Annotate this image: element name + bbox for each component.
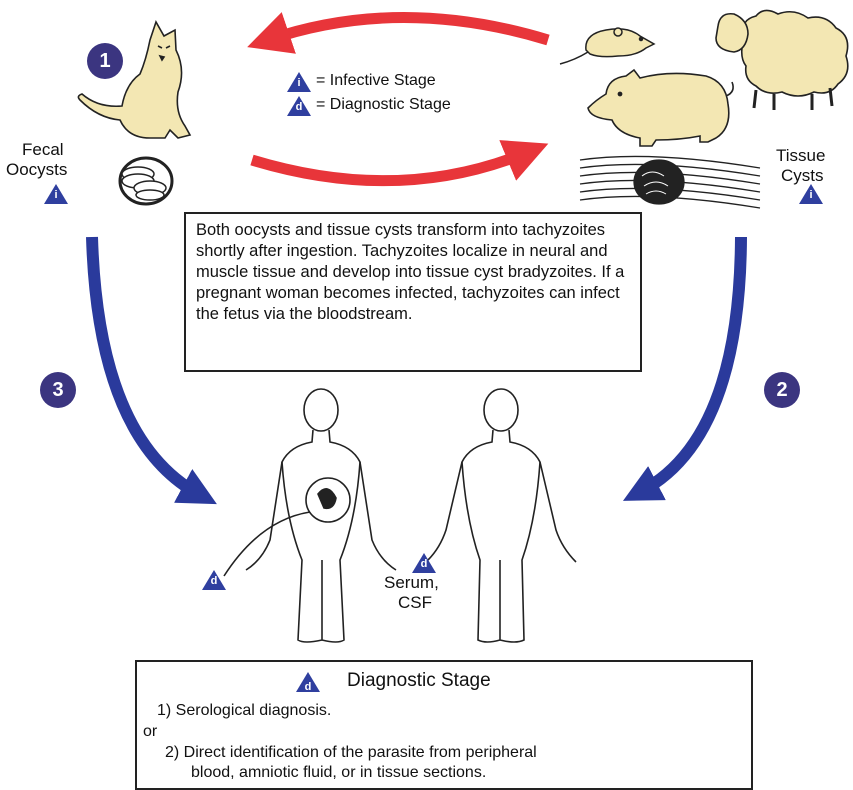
csf-label: CSF: [398, 593, 432, 612]
cysts-infective-letter: i: [809, 189, 813, 201]
female-human-outline: [223, 388, 397, 643]
sheep-illustration: [715, 9, 849, 110]
serum-label: Serum,: [384, 573, 439, 592]
fetus-diagnostic-icon: [202, 570, 226, 590]
oocysts-infective-icon: [44, 184, 68, 204]
cysts-label: Cysts: [781, 166, 824, 185]
diagnostic-or: or: [143, 723, 158, 740]
fecal-label: Fecal: [22, 140, 64, 159]
step-3-marker: 3: [40, 372, 76, 408]
diagnostic-box-letter: d: [304, 681, 312, 693]
infective-symbol: i: [297, 77, 301, 89]
serum-diagnostic-letter: d: [420, 558, 428, 570]
diagnostic-box-icon: [296, 672, 320, 692]
step-1-marker: 1: [87, 43, 123, 79]
diagnostic-box-title: Diagnostic Stage: [347, 670, 491, 691]
male-human-outline: [427, 388, 577, 643]
cysts-infective-icon: [799, 184, 823, 204]
diagnostic-line-2: 2) Direct identification of the parasite…: [165, 744, 537, 761]
infective-stage-icon: [287, 72, 311, 92]
fecal-oocyst-illustration: [118, 156, 174, 206]
serum-diagnostic-icon: [412, 553, 436, 573]
infective-stage-label: = Infective Stage: [316, 72, 436, 89]
arrow-animals-to-cat: [247, 12, 550, 54]
arrow-tissue-cysts-to-human: [622, 236, 747, 501]
pig-illustration: [587, 68, 734, 147]
fetus-diagnostic-letter: d: [210, 575, 218, 587]
diagnostic-line-1: 1) Serological diagnosis.: [157, 702, 332, 719]
arrow-oocysts-to-human: [86, 236, 217, 505]
cat-illustration: [77, 20, 192, 139]
rodent-illustration: [559, 27, 656, 65]
diagnostic-stage-box: d Diagnostic Stage 1) Serological diagno…: [135, 660, 753, 790]
oocysts-infective-letter: i: [54, 189, 58, 201]
arrow-cat-to-animals: [250, 140, 549, 187]
diagnostic-line-3: blood, amniotic fluid, or in tissue sect…: [191, 764, 487, 781]
oocysts-label: Oocysts: [6, 160, 68, 179]
diagnostic-stage-label: = Diagnostic Stage: [316, 96, 451, 113]
step-2-marker: 2: [764, 372, 800, 408]
tissue-label: Tissue: [776, 146, 826, 165]
diagnostic-stage-icon: [287, 96, 311, 116]
tissue-cyst-illustration: [579, 155, 761, 209]
diagnostic-symbol: d: [295, 101, 303, 113]
transformation-info-box: Both oocysts and tissue cysts transform …: [184, 212, 642, 372]
